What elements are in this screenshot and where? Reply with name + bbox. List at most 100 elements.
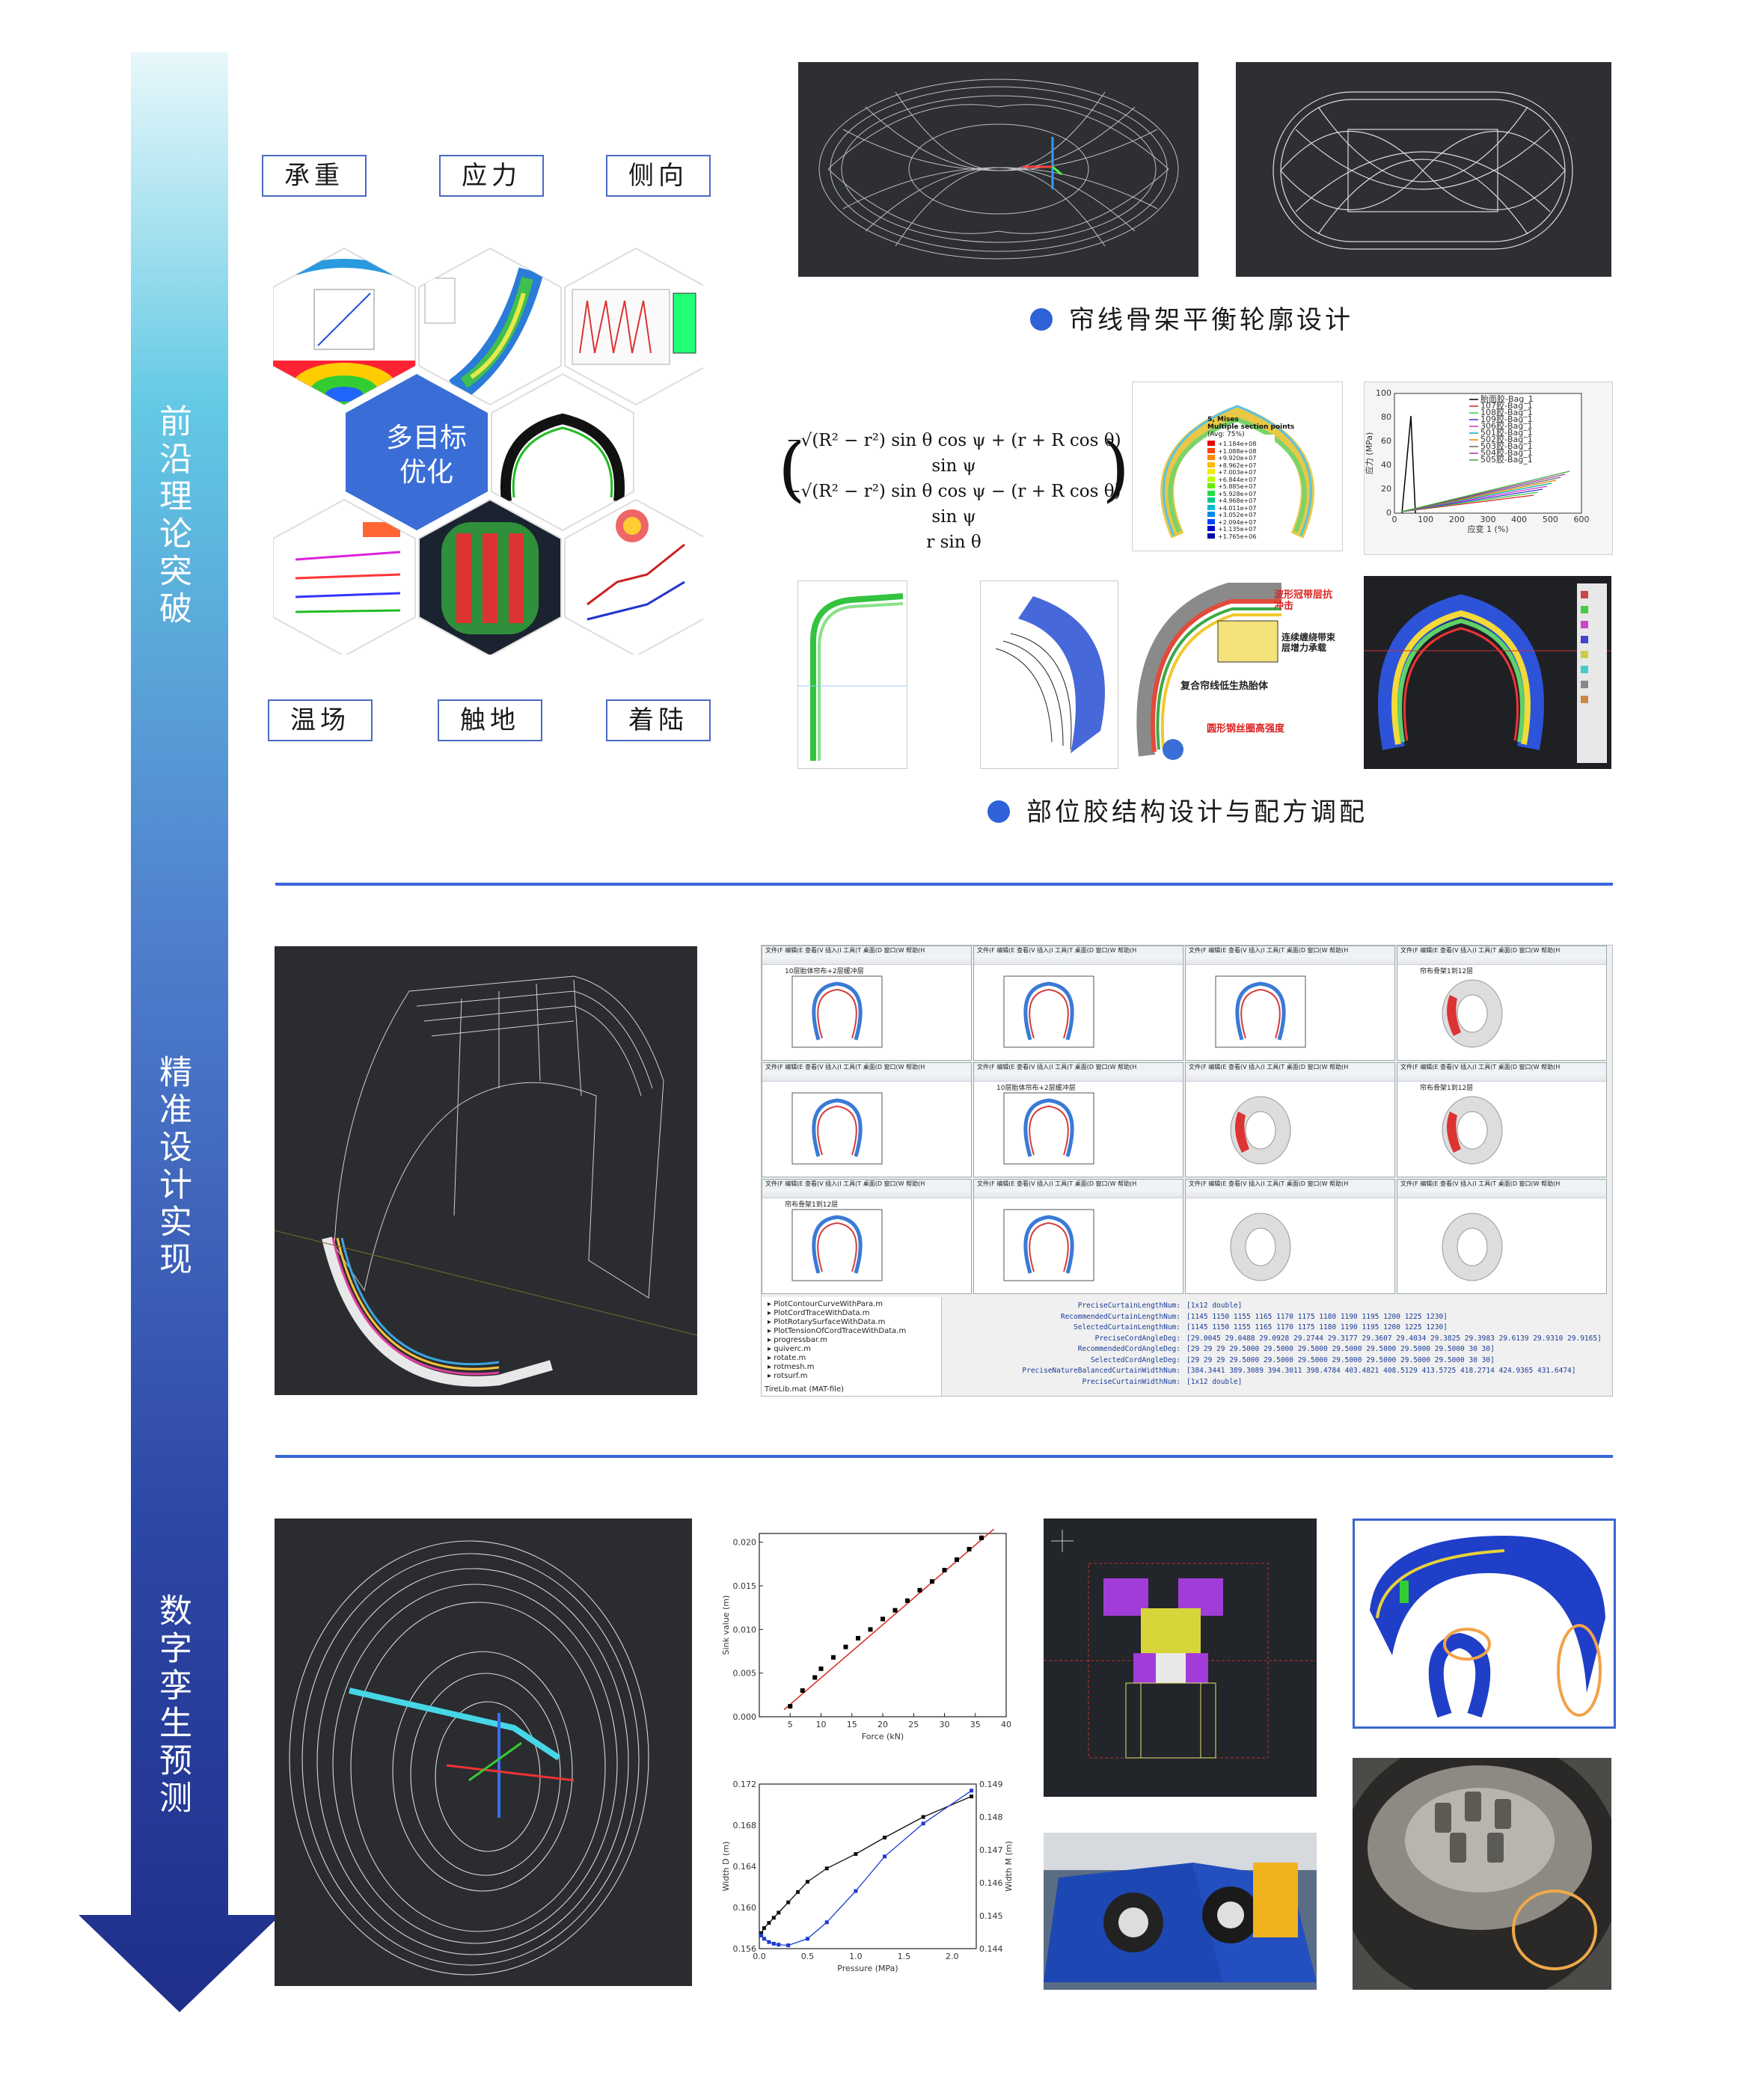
matlab-figure-window: 文件(F 编辑(E 查看(V 插入(I 工具(T 桌面(D 窗口(W 帮助(H 帘… <box>1397 1062 1607 1177</box>
width-x-tick: 0.5 <box>801 1952 815 1961</box>
bullet-icon <box>987 800 1010 823</box>
stress-legend-swatch <box>1207 455 1215 460</box>
width-y-tick: 0.172 <box>733 1780 757 1789</box>
sink-y-tick: 0.005 <box>733 1669 757 1679</box>
matlab-menubar[interactable]: 文件(F 编辑(E 查看(V 插入(I 工具(T 桌面(D 窗口(W 帮助(H <box>1397 1063 1606 1072</box>
matlab-menubar[interactable]: 文件(F 编辑(E 查看(V 插入(I 工具(T 桌面(D 窗口(W 帮助(H <box>1397 1180 1606 1189</box>
tire-profile <box>1029 988 1069 1039</box>
matlab-menubar[interactable]: 文件(F 编辑(E 查看(V 插入(I 工具(T 桌面(D 窗口(W 帮助(H <box>974 1180 1183 1189</box>
tag-load: 承重 <box>262 155 367 197</box>
width-data-point <box>777 1910 781 1915</box>
stress-legend-value: +1.135e+07 <box>1218 526 1257 533</box>
matlab-toolbar[interactable] <box>1186 1189 1394 1198</box>
stress-legend-row: +5.885e+07 <box>1207 483 1256 491</box>
matlab-figure-window: 文件(F 编辑(E 查看(V 插入(I 工具(T 桌面(D 窗口(W 帮助(H 1… <box>762 946 972 1061</box>
matlab-toolbar[interactable] <box>762 955 971 965</box>
width-data-point <box>767 1921 771 1925</box>
matlab-menubar[interactable]: 文件(F 编辑(E 查看(V 插入(I 工具(T 桌面(D 窗口(W 帮助(H <box>1186 1180 1394 1189</box>
stress-contour-panel: S, Mises Multiple section points (Avg: 7… <box>1132 381 1343 551</box>
annotation-bead: 圆形钢丝圈高强度 <box>1207 723 1285 735</box>
matlab-menubar[interactable]: 文件(F 编辑(E 查看(V 插入(I 工具(T 桌面(D 窗口(W 帮助(H <box>974 946 1183 955</box>
plot-axes <box>1003 975 1094 1048</box>
width-x-tick: 0.0 <box>753 1952 766 1961</box>
sink-y-label: Sink value (m) <box>721 1596 731 1655</box>
matlab-plot-title: 帘布骨架1到12层 <box>785 1201 839 1209</box>
width-y-tick: 0.164 <box>733 1862 757 1872</box>
matlab-menubar[interactable]: 文件(F 编辑(E 查看(V 插入(I 工具(T 桌面(D 窗口(W 帮助(H <box>762 1180 971 1189</box>
matlab-toolbar[interactable] <box>762 1072 971 1082</box>
width-data-point <box>805 1937 809 1941</box>
matlab-file-item[interactable]: ▸ PlotRotarySurfaceWithData.m <box>768 1318 886 1326</box>
stress-legend-row: +1.088e+08 <box>1207 447 1256 456</box>
matlab-menubar[interactable]: 文件(F 编辑(E 查看(V 插入(I 工具(T 桌面(D 窗口(W 帮助(H <box>762 946 971 955</box>
matlab-plot <box>1215 975 1306 1048</box>
matlab-file-item[interactable]: ▸ progressbar.m <box>768 1336 827 1344</box>
matlab-file-item[interactable]: ▸ rotmesh.m <box>768 1363 815 1371</box>
matlab-toolbar[interactable] <box>974 1189 1183 1198</box>
rebound-series-line <box>1401 415 1416 514</box>
stress-legend-value: +6.844e+07 <box>1218 476 1257 483</box>
matlab-plot-title: 10层胎体帘布+2层缓冲层 <box>785 968 864 975</box>
matlab-file-item[interactable]: ▸ PlotContourCurveWithPara.m <box>768 1300 883 1308</box>
sink-data-point <box>788 1704 793 1709</box>
rebound-y-tick: 0 <box>1386 508 1391 518</box>
matlab-file-item[interactable]: ▸ rotate.m <box>768 1354 806 1362</box>
stress-legend-row: +1.184e+08 <box>1207 441 1256 448</box>
matlab-menubar[interactable]: 文件(F 编辑(E 查看(V 插入(I 工具(T 桌面(D 窗口(W 帮助(H <box>1397 946 1606 955</box>
rebound-y-tick: 40 <box>1381 460 1391 470</box>
matlab-plot-title: 10层胎体帘布+2层缓冲层 <box>996 1085 1076 1092</box>
matlab-toolbar[interactable] <box>1186 1072 1394 1082</box>
stress-legend-value: +7.003e+07 <box>1218 469 1257 476</box>
rebound-legend-entry: 505胶-Bag_1 <box>1480 454 1533 465</box>
matlab-menubar[interactable]: 文件(F 编辑(E 查看(V 插入(I 工具(T 桌面(D 窗口(W 帮助(H <box>1186 1063 1394 1072</box>
width-x-label: Pressure (MPa) <box>837 1964 898 1973</box>
matlab-toolbar[interactable] <box>1397 955 1606 965</box>
matlab-toolbar[interactable] <box>1186 955 1394 965</box>
matlab-toolbar[interactable] <box>974 1072 1183 1082</box>
stress-legend-values: +1.184e+08+1.088e+08+9.920e+07+8.962e+07… <box>1207 441 1256 540</box>
width-data-point <box>771 1916 776 1920</box>
stress-legend-swatch <box>1207 533 1215 539</box>
stress-legend-value: +5.885e+07 <box>1218 483 1257 490</box>
stress-legend-row: +2.094e+07 <box>1207 518 1256 527</box>
matlab-menubar[interactable]: 文件(F 编辑(E 查看(V 插入(I 工具(T 桌面(D 窗口(W 帮助(H <box>762 1063 971 1072</box>
matlab-variable-name: RecommendedCordAngleDeg: <box>1077 1345 1180 1353</box>
sink-data-point <box>979 1535 984 1540</box>
matlab-toolbar[interactable] <box>1397 1189 1606 1198</box>
matlab-toolbar[interactable] <box>974 955 1183 965</box>
width-data-point <box>854 1852 858 1856</box>
matlab-variable-name: SelectedCurtainLengthNum: <box>1074 1323 1180 1331</box>
width-data-point <box>786 1943 791 1948</box>
matlab-file-item[interactable]: ▸ quiverc.m <box>768 1345 812 1353</box>
matlab-toolbar[interactable] <box>1397 1072 1606 1082</box>
rebound-y-tick: 80 <box>1381 412 1391 422</box>
matlab-plot <box>791 975 883 1048</box>
formula-line-3: r sin θ <box>926 533 981 552</box>
matlab-variable-name: PreciseCordAngleDeg: <box>1094 1334 1180 1343</box>
tire-profile <box>1023 1098 1074 1157</box>
matlab-file-item[interactable]: ▸ rotsurf.m <box>768 1372 808 1380</box>
matlab-plot <box>1230 1213 1291 1281</box>
tire-3d-hub <box>1245 1111 1276 1150</box>
matlab-plot-title: 帘布骨架1到12层 <box>1420 1085 1474 1092</box>
sink-x-label: Force (kN) <box>862 1732 904 1741</box>
stress-legend-row: +7.003e+07 <box>1207 469 1256 476</box>
sink-data-point <box>800 1688 805 1693</box>
sink-data-point <box>818 1666 824 1671</box>
matlab-toolbar[interactable] <box>762 1189 971 1198</box>
matlab-file-item[interactable]: ▸ PlotCordTraceWithData.m <box>768 1309 870 1317</box>
matlab-variable-row: PreciseCurtainWidthNum:[1x12 double] <box>956 1377 1607 1388</box>
width-data-point <box>854 1889 858 1893</box>
tire-profile <box>817 988 857 1039</box>
hex-landing <box>564 498 703 655</box>
sink-data-point <box>892 1608 898 1613</box>
stress-legend-value: +8.962e+07 <box>1218 462 1257 469</box>
matlab-menubar[interactable]: 文件(F 编辑(E 查看(V 插入(I 工具(T 桌面(D 窗口(W 帮助(H <box>1186 946 1394 955</box>
matlab-menubar[interactable]: 文件(F 编辑(E 查看(V 插入(I 工具(T 桌面(D 窗口(W 帮助(H <box>974 1063 1183 1072</box>
bullet-icon <box>1030 308 1053 331</box>
rebound-y-tick: 100 <box>1376 388 1391 398</box>
matlab-figure-window: 文件(F 编辑(E 查看(V 插入(I 工具(T 桌面(D 窗口(W 帮助(H <box>1185 1062 1395 1177</box>
matlab-file-item[interactable]: ▸ PlotTensionOfCordTraceWithData.m <box>768 1327 907 1335</box>
